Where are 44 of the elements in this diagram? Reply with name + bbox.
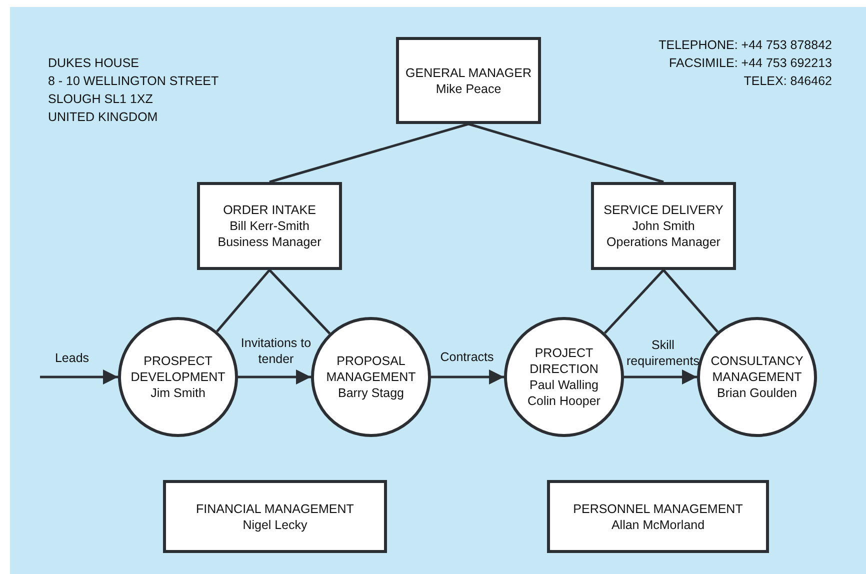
- connector-line: [662, 269, 718, 333]
- connector-line: [604, 269, 664, 334]
- org-box: [197, 182, 342, 270]
- edge-label: Skill requirements: [625, 337, 701, 369]
- org-box: [547, 480, 769, 553]
- address-line: SLOUGH SL1 1XZ: [48, 91, 153, 107]
- contact-line: TELEX: 846462: [744, 73, 832, 89]
- person-text: Paul Walling: [529, 377, 598, 393]
- arrow: [40, 370, 118, 384]
- address-line: DUKES HOUSE: [48, 55, 139, 71]
- unit-title: ORDER INTAKE: [223, 202, 316, 218]
- unit-title: PROSPECT DEVELOPMENT: [130, 353, 226, 385]
- address-line: 8 - 10 WELLINGTON STREET: [48, 73, 219, 89]
- org-box: [591, 182, 736, 270]
- person-text: Jim Smith: [150, 385, 206, 401]
- arrow: [624, 370, 697, 384]
- person-text: Business Manager: [218, 234, 322, 250]
- arrow: [431, 370, 504, 384]
- connector-line: [268, 269, 331, 334]
- person-text: Barry Stagg: [338, 385, 404, 401]
- unit-title: CONSULTANCY MANAGEMENT: [710, 353, 804, 385]
- person-text: Operations Manager: [606, 234, 720, 250]
- person-text: Colin Hooper: [528, 393, 600, 409]
- person-text: John Smith: [632, 218, 695, 234]
- connector-line: [269, 122, 469, 184]
- person-text: Nigel Lecky: [242, 516, 308, 532]
- address-line: UNITED KINGDOM: [48, 109, 158, 125]
- connector-line: [216, 269, 270, 332]
- person-text: Bill Kerr-Smith: [230, 218, 310, 234]
- unit-title: PROJECT DIRECTION: [528, 345, 600, 377]
- contact-line: FACSIMILE: +44 753 692213: [669, 55, 832, 71]
- unit-title: FINANCIAL MANAGEMENT: [196, 500, 354, 516]
- arrow: [238, 370, 311, 384]
- org-box: [396, 37, 541, 124]
- unit-title: PROPOSAL MANAGEMENT: [325, 353, 417, 385]
- unit-title: PERSONNEL MANAGEMENT: [573, 500, 743, 516]
- person-text: Allan McMorland: [611, 516, 705, 532]
- org-box: [163, 480, 387, 553]
- person-text: Mike Peace: [436, 80, 502, 96]
- person-text: Brian Goulden: [717, 385, 797, 401]
- unit-title: SERVICE DELIVERY: [604, 202, 724, 218]
- contact-line: TELEPHONE: +44 753 878842: [658, 37, 832, 53]
- unit-title: GENERAL MANAGER: [406, 64, 532, 80]
- connector-line: [468, 122, 664, 184]
